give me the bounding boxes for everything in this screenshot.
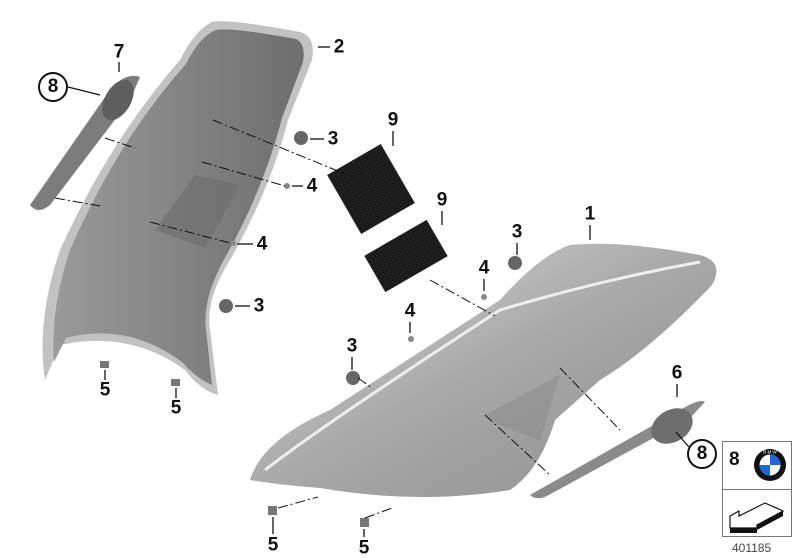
part-6-trim-strip bbox=[530, 401, 705, 499]
legend-emblem-cell: 8 B M W bbox=[723, 442, 791, 490]
callout-2[interactable]: 2 bbox=[333, 36, 345, 58]
grommets bbox=[219, 131, 522, 385]
screws bbox=[230, 183, 487, 342]
part-9-foam-pad-lower bbox=[364, 219, 448, 293]
legend-box: 8 B M W bbox=[722, 441, 792, 537]
callout-5[interactable]: 5 bbox=[99, 379, 111, 401]
leader-lines bbox=[67, 46, 690, 537]
callout-6[interactable]: 6 bbox=[671, 362, 683, 384]
callout-1[interactable]: 1 bbox=[584, 203, 596, 225]
legend-arrow-cell bbox=[723, 490, 791, 536]
callout-5[interactable]: 5 bbox=[170, 397, 182, 419]
callout-3[interactable]: 3 bbox=[253, 295, 265, 317]
callout-9[interactable]: 9 bbox=[387, 109, 399, 131]
svg-text:B M W: B M W bbox=[763, 450, 777, 455]
callout-3[interactable]: 3 bbox=[346, 335, 358, 357]
callout-4[interactable]: 4 bbox=[478, 257, 490, 279]
circled-callout-8[interactable]: 8 bbox=[687, 439, 717, 469]
callout-9[interactable]: 9 bbox=[436, 189, 448, 211]
legend-number: 8 bbox=[729, 449, 740, 470]
callout-4[interactable]: 4 bbox=[256, 233, 268, 255]
arrow-icon bbox=[729, 502, 785, 533]
callout-7[interactable]: 7 bbox=[113, 41, 125, 63]
diagram-id: 401185 bbox=[732, 541, 772, 555]
bmw-logo-icon: B M W bbox=[754, 449, 786, 481]
part-9-foam-pad-upper bbox=[327, 144, 415, 234]
callout-5[interactable]: 5 bbox=[358, 537, 370, 559]
part-7-trim-strip bbox=[30, 75, 140, 210]
part-2-inner-panel bbox=[42, 21, 313, 395]
assembly-lines bbox=[54, 119, 621, 519]
callout-3[interactable]: 3 bbox=[511, 221, 523, 243]
callout-5[interactable]: 5 bbox=[267, 534, 279, 556]
callout-4[interactable]: 4 bbox=[306, 175, 318, 197]
callout-3[interactable]: 3 bbox=[327, 128, 339, 150]
part-1-outer-panel bbox=[250, 243, 717, 498]
circled-callout-8[interactable]: 8 bbox=[38, 72, 68, 102]
callout-4[interactable]: 4 bbox=[404, 300, 416, 322]
clips bbox=[100, 361, 369, 527]
